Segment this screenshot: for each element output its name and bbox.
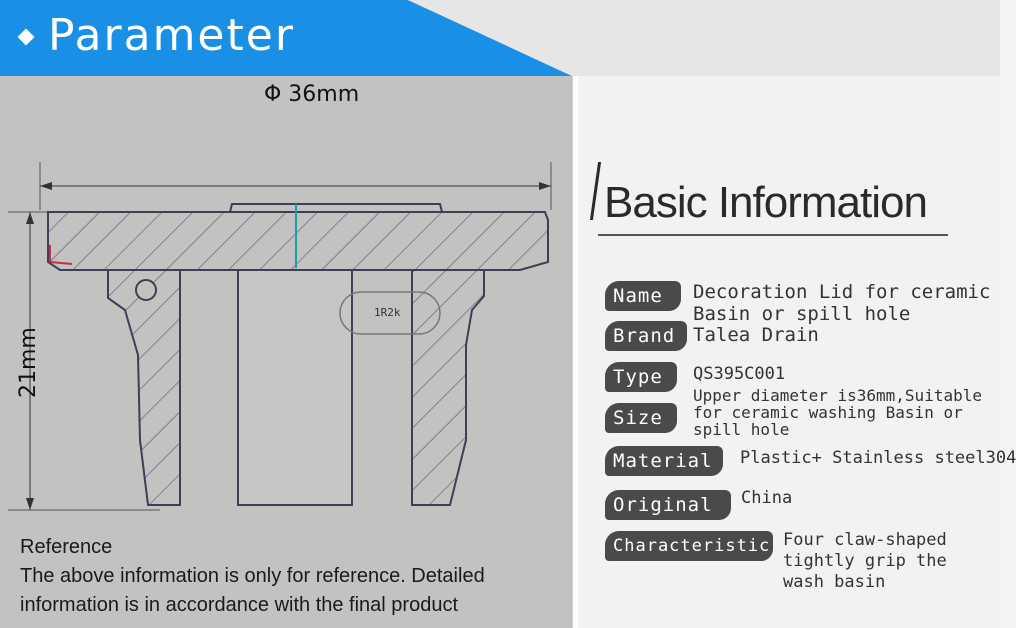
reference-line-1: The above information is only for refere… — [20, 565, 485, 587]
size-tag: Size — [605, 403, 677, 433]
reference-line-2: information is in accordance with the fi… — [20, 594, 459, 616]
reference-note: Reference The above information is only … — [20, 533, 565, 620]
original-value: China — [741, 488, 793, 508]
basic-info-title: Basic Information — [604, 178, 928, 227]
panel-divider — [572, 76, 579, 628]
name-value-line-1: Decoration Lid for ceramic — [693, 281, 991, 303]
name-value-line-2: Basin or spill hole — [693, 303, 911, 325]
header-background — [0, 0, 1000, 76]
characteristic-value-line-2: tightly grip the — [783, 551, 947, 571]
diameter-dimension: Φ 36mm — [264, 82, 360, 107]
size-value-line-2: for ceramic washing Basin or — [693, 403, 963, 422]
brand-tag: Brand — [605, 321, 687, 351]
material-tag: Material — [605, 446, 723, 476]
type-value: QS395C001 — [693, 364, 786, 384]
page-title: Parameter — [48, 10, 295, 61]
type-tag: Type — [605, 362, 677, 392]
technical-drawing — [8, 162, 552, 511]
name-tag: Name — [605, 281, 681, 311]
title-underline — [598, 234, 948, 236]
header-banner: Parameter — [0, 0, 1000, 76]
size-value-line-1: Upper diameter is36mm,Suitable — [693, 386, 982, 405]
characteristic-tag: Characteristic — [605, 531, 773, 561]
reference-heading: Reference — [20, 536, 113, 558]
characteristic-value-line-3: wash basin — [783, 572, 886, 592]
size-value-line-3: spill hole — [693, 420, 790, 439]
part-tag: 1R2k — [374, 306, 401, 319]
drawing-panel — [0, 76, 572, 628]
characteristic-value-line-1: Four claw-shaped — [783, 530, 947, 550]
brand-value: Talea Drain — [693, 324, 819, 346]
original-tag: Original — [605, 490, 731, 520]
height-dimension: 21mm — [16, 327, 41, 398]
material-value: Plastic+ Stainless steel304 — [740, 448, 1016, 468]
